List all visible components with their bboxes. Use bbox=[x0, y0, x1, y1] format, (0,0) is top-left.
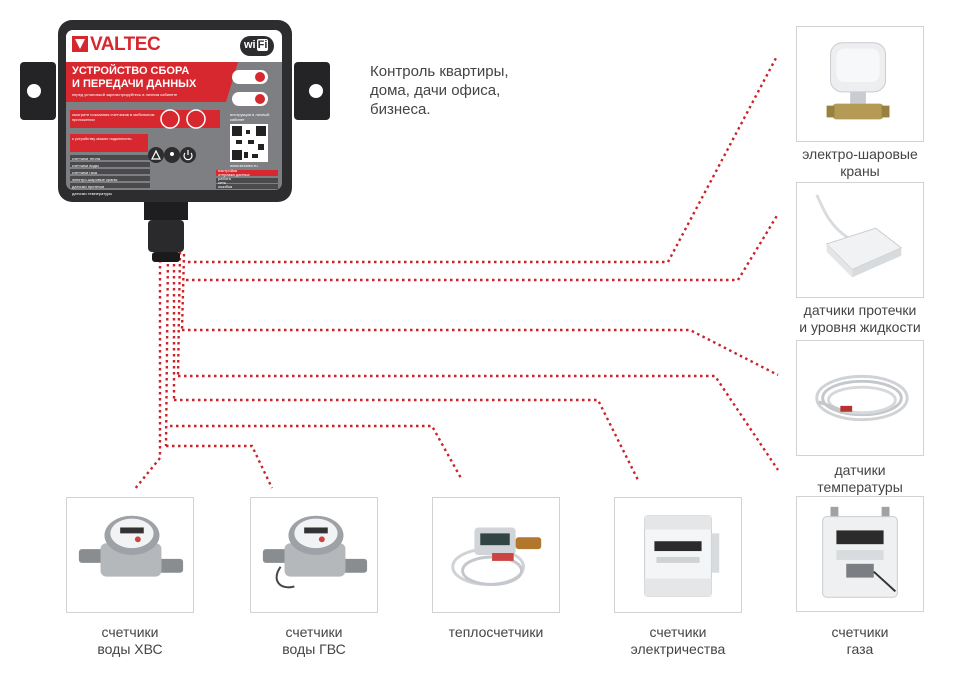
hub-status-item: отправка данных bbox=[218, 172, 250, 177]
wire-to-valve bbox=[188, 57, 778, 264]
wifi-label-fi: Fi bbox=[256, 39, 269, 51]
hub-title-line2: И ПЕРЕДАЧИ ДАННЫХ bbox=[72, 78, 197, 90]
wire-to-leak-sensor bbox=[186, 213, 780, 282]
card-electro-ball-valve bbox=[796, 26, 924, 142]
wire-to-gas-meter bbox=[178, 374, 779, 471]
tagline-line: бизнеса. bbox=[370, 101, 431, 118]
heat-meter-icon bbox=[451, 527, 542, 586]
wire-fan-4 bbox=[176, 251, 182, 377]
hub-subtitle: перед установкой зарегистрируйтесь в лич… bbox=[72, 92, 178, 97]
wire-to-electricity-meter bbox=[174, 398, 640, 481]
wire-fan-2 bbox=[164, 251, 170, 447]
tagline-line: дома, дачи офиса, bbox=[370, 82, 501, 99]
tagline-line: Контроль квартиры, bbox=[370, 63, 509, 80]
hub-status-item: сеть bbox=[218, 180, 227, 185]
label-line: счетчики bbox=[831, 624, 889, 640]
cold-water-meter-icon bbox=[78, 515, 184, 577]
card-electricity-meter bbox=[614, 497, 742, 613]
electricity-meter-icon bbox=[644, 515, 720, 597]
hub-site: www.secwec.ru bbox=[230, 163, 258, 168]
tagline: Контроль квартиры, дома, дачи офиса, биз… bbox=[370, 62, 570, 119]
hub-brand-logo: VALTEC bbox=[90, 34, 161, 55]
label-line: теплосчетчики bbox=[448, 624, 544, 640]
hub-list-item: электро-шаровые краны bbox=[72, 177, 118, 182]
card-cold-water-meter bbox=[66, 497, 194, 613]
card-temperature-sensor bbox=[796, 340, 924, 456]
hub-status-item: настройка bbox=[218, 168, 238, 173]
hub-qr-note: инструкция и личный кабинет bbox=[230, 112, 270, 122]
hub-status-list: настройка отправка данных работа сеть ош… bbox=[218, 169, 278, 189]
label-line: счетчики bbox=[285, 624, 343, 640]
wire-to-hot-water-meter bbox=[166, 444, 274, 489]
hub-app-note: смотрите показания счетчиков в мобильном… bbox=[72, 112, 155, 122]
label-line: воды ХВС bbox=[97, 641, 163, 657]
hub-connect-list: счетчики тепла счетчики воды счетчики га… bbox=[72, 155, 148, 197]
label-electricity-meter: счетчики электричества bbox=[598, 624, 758, 658]
hub-list-item: датчики протечки bbox=[72, 184, 105, 189]
gas-meter-icon bbox=[822, 506, 898, 598]
label-line: и уровня жидкости bbox=[799, 319, 921, 335]
label-temperature-sensor: датчики температуры bbox=[780, 462, 940, 496]
electro-ball-valve-icon bbox=[826, 42, 890, 120]
card-hot-water-meter bbox=[250, 497, 378, 613]
hub-list-item: счетчики тепла bbox=[72, 156, 101, 161]
temperature-sensor-icon bbox=[815, 374, 909, 422]
hub-connect-note: к устройству можно подключить: bbox=[72, 136, 133, 141]
wifi-label-wi: wi bbox=[244, 39, 256, 51]
hub-list-item: счетчики воды bbox=[72, 163, 99, 168]
label-line: газа bbox=[846, 641, 874, 657]
wire-to-temperature-sensor bbox=[182, 328, 779, 377]
hub-list-item: датчики температуры bbox=[72, 191, 113, 196]
label-line: счетчики bbox=[101, 624, 159, 640]
card-heat-meter bbox=[432, 497, 560, 613]
label-leak-sensor: датчики протечки и уровня жидкости bbox=[778, 302, 942, 336]
label-line: счетчики bbox=[649, 624, 707, 640]
hub-title-line1: УСТРОЙСТВО СБОРА bbox=[72, 65, 190, 77]
label-heat-meter: теплосчетчики bbox=[416, 624, 576, 641]
label-line: воды ГВС bbox=[282, 641, 346, 657]
hot-water-meter-icon bbox=[262, 515, 368, 589]
label-gas-meter: счетчики газа bbox=[780, 624, 940, 658]
label-line: краны bbox=[840, 163, 880, 179]
label-line: датчики bbox=[834, 462, 886, 478]
leak-sensor-icon bbox=[815, 194, 903, 278]
wire-to-heat-meter bbox=[170, 424, 464, 481]
wire-fan-5 bbox=[180, 253, 186, 331]
label-line: электро-шаровые bbox=[802, 146, 918, 162]
hub-status-item: ошибка bbox=[218, 184, 233, 189]
label-electro-ball-valve: электро-шаровые краны bbox=[780, 146, 940, 180]
label-hot-water-meter: счетчики воды ГВС bbox=[234, 624, 394, 658]
hub-status-item: работа bbox=[218, 176, 231, 181]
hub-list-item: счетчики газа bbox=[72, 170, 97, 175]
card-leak-sensor bbox=[796, 182, 924, 298]
label-line: температуры bbox=[817, 479, 903, 495]
label-cold-water-meter: счетчики воды ХВС bbox=[50, 624, 210, 658]
label-line: датчики протечки bbox=[803, 302, 917, 318]
card-gas-meter bbox=[796, 496, 924, 612]
wire-to-cold-water-meter bbox=[133, 254, 162, 491]
label-line: электричества bbox=[630, 641, 726, 657]
